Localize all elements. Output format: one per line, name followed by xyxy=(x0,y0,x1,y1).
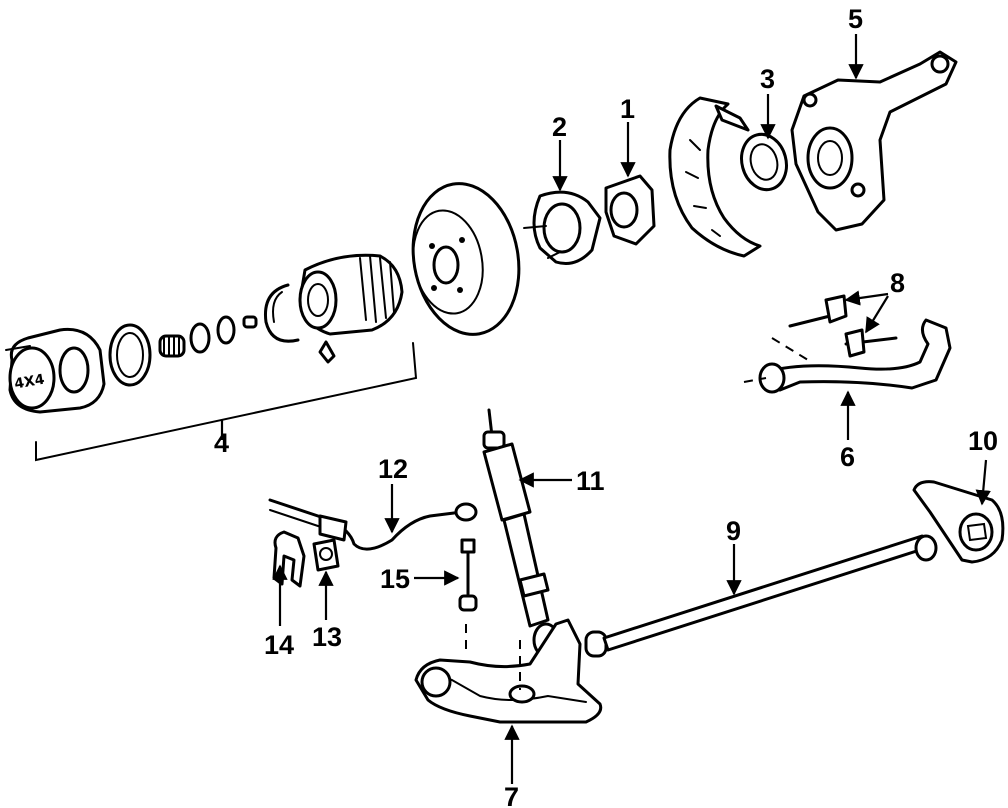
callout-8: 8 xyxy=(890,268,905,298)
lower-control-arm xyxy=(414,618,603,724)
callout-2: 2 xyxy=(552,112,567,142)
stabilizer-bracket xyxy=(272,530,306,588)
spring xyxy=(158,334,186,358)
upper-arm-bolts xyxy=(788,294,898,358)
stabilizer-bushing xyxy=(312,538,340,572)
hub-cap: 4X4 xyxy=(5,327,106,414)
callout-15: 15 xyxy=(380,564,410,594)
stabilizer-link xyxy=(458,538,478,652)
callout-6: 6 xyxy=(840,442,855,472)
hub-emblem: 4X4 xyxy=(13,372,46,393)
callout-12: 12 xyxy=(378,454,408,484)
stabilizer-bar xyxy=(268,498,478,551)
callout-14: 14 xyxy=(264,630,294,660)
callout-3: 3 xyxy=(760,64,775,94)
part-4-bracket xyxy=(35,342,418,462)
callout-10: 10 xyxy=(968,426,998,456)
callout-1: 1 xyxy=(620,94,635,124)
drive-gear-body xyxy=(298,253,404,364)
upper-control-arm xyxy=(743,318,952,394)
callout-11: 11 xyxy=(576,466,605,496)
leader-lines xyxy=(272,34,991,784)
shock-absorber xyxy=(482,408,560,658)
wheel-hub xyxy=(523,190,602,265)
washer xyxy=(189,322,211,354)
callout-9: 9 xyxy=(726,516,741,546)
callout-4: 4 xyxy=(214,428,229,458)
retainer-clip xyxy=(242,315,258,329)
snap-ring xyxy=(263,283,300,343)
callout-7: 7 xyxy=(504,782,519,808)
radius-rod xyxy=(584,534,938,658)
seal xyxy=(740,132,788,192)
wheel-bearing xyxy=(604,174,656,246)
washer xyxy=(216,315,236,345)
callout-13: 13 xyxy=(312,622,342,652)
callout-5: 5 xyxy=(848,4,863,34)
dust-shield xyxy=(668,96,762,258)
locking-hub-assembly: 4X4 xyxy=(5,253,418,462)
callout-labels: 1 2 3 4 5 6 7 8 9 10 11 12 13 14 15 xyxy=(214,4,998,808)
steering-knuckle xyxy=(790,50,958,232)
brake-rotor xyxy=(411,182,521,336)
